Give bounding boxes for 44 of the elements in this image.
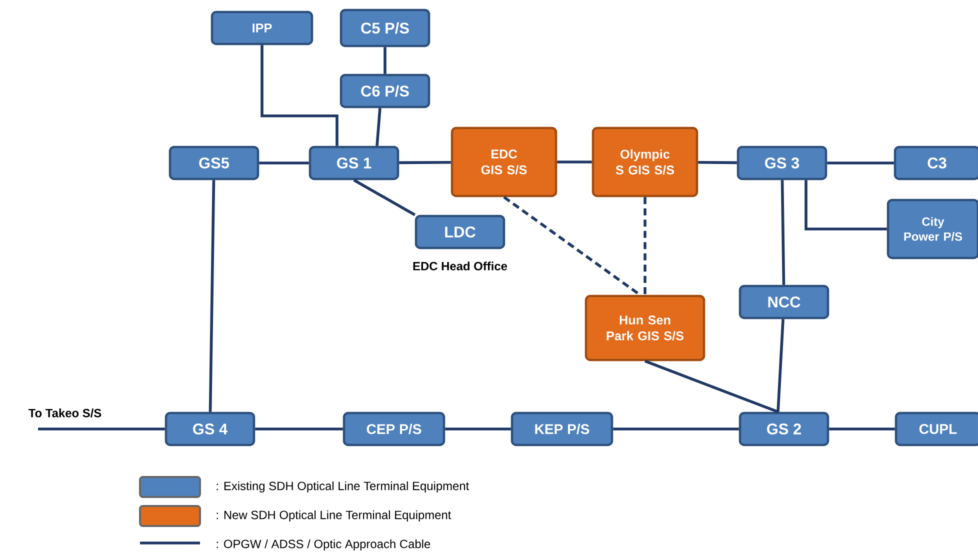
station-box: LDC — [414, 214, 506, 250]
new-station-box: Olympic S GIS S/S — [592, 126, 698, 198]
station-box: C3 — [894, 146, 978, 180]
cable-line — [399, 160, 451, 164]
cable-line — [776, 319, 784, 412]
station-box: CUPL — [894, 412, 978, 446]
cable-line — [613, 428, 739, 430]
station-box: GS5 — [168, 146, 260, 180]
cable-line — [804, 180, 887, 230]
node-label: EDC Head Office — [413, 262, 508, 270]
station-box: CEP P/S — [342, 412, 446, 446]
cable-line — [353, 178, 416, 216]
cable-line — [557, 160, 592, 164]
cable-line — [376, 108, 382, 146]
station-box: C5 P/S — [340, 8, 430, 48]
legend-text: : Existing SDH Optical Line Terminal Equipment — [216, 481, 470, 493]
cable-line — [38, 428, 165, 430]
cable-line — [445, 428, 511, 430]
new-station-box: EDC GIS S/S — [450, 126, 558, 198]
dashed-link — [644, 197, 646, 295]
station-box: GS 2 — [738, 412, 830, 446]
edge-label: To Takeo S/S — [28, 408, 102, 418]
station-box: NCC — [738, 284, 830, 320]
cable-line — [644, 360, 778, 414]
cable-line — [208, 180, 216, 412]
new-station-box: Hun Sen Park GIS S/S — [584, 294, 706, 362]
cable-line — [827, 162, 894, 164]
station-box: GS 3 — [736, 146, 828, 180]
station-box: GS 1 — [308, 146, 400, 180]
cable-line — [829, 428, 895, 430]
station-box: IPP — [210, 10, 314, 46]
cable-line — [780, 180, 786, 285]
station-box: City Power P/S — [886, 198, 978, 260]
station-box: KEP P/S — [510, 412, 614, 446]
cable-line — [255, 428, 343, 430]
legend-text: : New SDH Optical Line Terminal Equipment — [216, 510, 452, 522]
station-box: GS 4 — [164, 412, 256, 446]
cable-line — [260, 45, 338, 146]
cable-line — [698, 160, 737, 164]
cable-line — [259, 162, 309, 164]
cable-line — [384, 47, 386, 74]
dashed-link — [503, 196, 641, 296]
legend-text: : OPGW / ADSS / Optic Approach Cable — [216, 539, 430, 551]
station-box: C6 P/S — [340, 74, 430, 108]
